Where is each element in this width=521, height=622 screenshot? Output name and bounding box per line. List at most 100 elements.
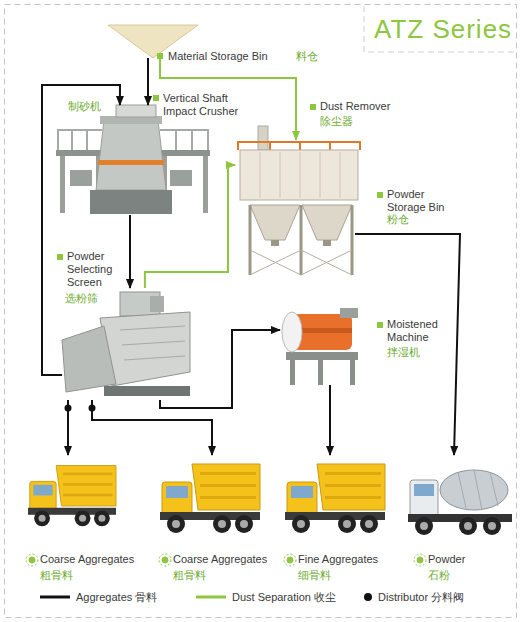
sun-bullet bbox=[162, 557, 168, 563]
crusher-art bbox=[56, 150, 104, 156]
mixer-truck-art bbox=[415, 517, 433, 535]
screen-art bbox=[120, 326, 185, 330]
dust-remover-art bbox=[260, 152, 261, 198]
moistened-machine-art bbox=[290, 360, 295, 385]
chinese-label: 选粉筛 bbox=[65, 292, 98, 305]
equipment-label: Vertical Shaft Impact Crusher bbox=[163, 92, 255, 118]
sun-bullet bbox=[26, 554, 38, 566]
chinese-label: 石粉 bbox=[428, 569, 450, 582]
chinese-label: 制砂机 bbox=[68, 100, 101, 113]
sun-bullet bbox=[417, 557, 423, 563]
crusher-art bbox=[90, 190, 172, 214]
dust-remover-art bbox=[340, 152, 341, 198]
crusher-art bbox=[98, 160, 164, 165]
powder-bin-art bbox=[300, 205, 303, 275]
mixer-truck-art bbox=[414, 484, 434, 496]
selecting-screen: Powder Selecting Screen选粉筛 bbox=[62, 288, 192, 400]
crusher-art bbox=[86, 130, 88, 150]
dust-remover-art bbox=[258, 126, 268, 150]
label-bullet bbox=[377, 322, 383, 328]
powder-bin-art bbox=[250, 250, 301, 275]
mixer-truck-art bbox=[440, 470, 508, 510]
mixer-truck-art bbox=[410, 480, 438, 516]
dust-remover-art bbox=[238, 142, 360, 150]
mixer-truck-art bbox=[420, 522, 428, 530]
equipment-label: Powder Selecting Screen bbox=[67, 250, 129, 289]
screen-art bbox=[104, 386, 190, 396]
powder-bin-art bbox=[301, 250, 352, 275]
chinese-label: 细骨料 bbox=[298, 569, 331, 582]
crusher-art bbox=[71, 130, 73, 150]
equipment-label: Coarse Aggregates bbox=[173, 553, 267, 566]
crusher-art bbox=[56, 105, 210, 214]
legend-sample bbox=[40, 596, 70, 599]
dust-remover-art bbox=[240, 150, 358, 200]
sun-bullet bbox=[29, 557, 35, 563]
label-bullet bbox=[57, 53, 383, 328]
powder-bin-art bbox=[249, 205, 252, 275]
moistened-machine-art bbox=[286, 352, 358, 360]
crusher-art bbox=[175, 130, 177, 150]
storage-bin: Material Storage Bin料仓 bbox=[108, 25, 198, 58]
crusher-art bbox=[191, 130, 193, 150]
equipment-label: Coarse Aggregates bbox=[40, 553, 134, 566]
legend-sample bbox=[364, 593, 372, 601]
aggregate-flow-line bbox=[329, 385, 331, 455]
dump-truck-art bbox=[285, 464, 385, 533]
aggregate-flow-line bbox=[92, 400, 212, 455]
impact-crusher: Vertical Shaft Impact Crusher制砂机 bbox=[55, 105, 210, 215]
legend-sample bbox=[196, 596, 226, 599]
dump-truck: Fine Aggregates细骨料 bbox=[285, 455, 385, 540]
moistened-machine-art bbox=[282, 308, 358, 385]
dust-remover-art bbox=[238, 126, 360, 200]
sun-bullet bbox=[159, 554, 171, 566]
dust-remover-art bbox=[280, 152, 281, 198]
dust-remover-art bbox=[320, 152, 321, 198]
equipment-label: Powder bbox=[428, 553, 465, 566]
chinese-label: 拌湿机 bbox=[387, 346, 420, 359]
distributor-dot bbox=[65, 405, 96, 412]
dump-truck-art bbox=[28, 466, 116, 527]
legend-text: Distributor 分料阀 bbox=[378, 591, 464, 604]
page-frame bbox=[5, 5, 517, 618]
moistened-machine-art bbox=[340, 308, 358, 318]
chinese-label: 粉仓 bbox=[387, 213, 409, 226]
equipment-label: Moistened Machine bbox=[387, 318, 459, 344]
chinese-label: 粗骨料 bbox=[40, 569, 73, 582]
equipment-label: Fine Aggregates bbox=[298, 553, 378, 566]
legend-text: Aggregates 骨料 bbox=[76, 591, 157, 604]
dump-truck: Coarse Aggregates粗骨料 bbox=[28, 455, 116, 540]
powder-bin-art bbox=[351, 205, 354, 275]
crusher-art bbox=[96, 120, 166, 190]
screen-art bbox=[150, 296, 164, 312]
label-bullet bbox=[377, 192, 383, 198]
series-title: ATZ Series bbox=[374, 14, 512, 44]
label-bullet bbox=[57, 254, 63, 260]
aggregate-flow-line bbox=[355, 234, 460, 455]
crusher-art bbox=[203, 156, 208, 213]
equipment-label: Dust Remover bbox=[320, 100, 390, 113]
mixer-truck-art bbox=[458, 472, 466, 508]
screen-art bbox=[62, 326, 116, 392]
title-frame bbox=[364, 6, 516, 52]
mixer-truck-art bbox=[459, 517, 477, 535]
powder-bin-art bbox=[250, 250, 301, 275]
aggregate-flow-line bbox=[147, 58, 149, 105]
equipment-label: Powder Storage Bin bbox=[387, 188, 455, 214]
moistened-machine-art bbox=[318, 360, 323, 385]
distributor-dot bbox=[89, 405, 96, 412]
crusher-art bbox=[158, 150, 210, 156]
dust-remover-art bbox=[329, 142, 331, 150]
aggregate-flow-line bbox=[42, 85, 120, 375]
label-bullet bbox=[157, 53, 163, 59]
powder-bin-art bbox=[271, 240, 279, 246]
crusher-art bbox=[170, 170, 192, 186]
crusher-art bbox=[58, 130, 102, 150]
distributor-dot bbox=[65, 405, 72, 412]
moistened-machine: Moistened Machine拌湿机 bbox=[280, 305, 362, 385]
mixer-truck-art bbox=[483, 517, 501, 535]
crusher-art bbox=[70, 170, 92, 186]
moistened-machine-art bbox=[282, 312, 302, 352]
